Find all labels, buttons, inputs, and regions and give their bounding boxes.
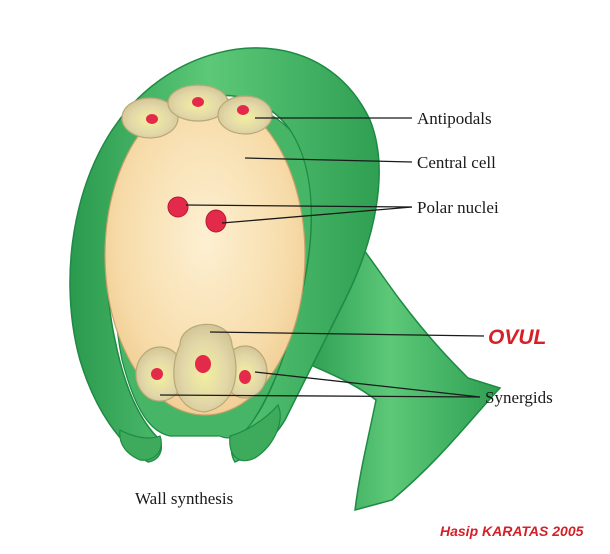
- egg-apparatus: [135, 323, 268, 413]
- synergid-nucleus: [151, 368, 163, 380]
- polar-nucleus: [167, 196, 189, 218]
- label-antipodals: Antipodals: [417, 109, 492, 128]
- antipodal-cells: [121, 84, 273, 139]
- micropyle-left: [119, 429, 162, 461]
- label-central-cell: Central cell: [417, 153, 496, 172]
- polar-nucleus: [205, 209, 227, 233]
- leader-synergids-1: [254, 371, 481, 398]
- antipodal-nucleus: [192, 97, 204, 107]
- leader-polar-nuclei-2: [221, 206, 413, 224]
- leader-central-cell: [244, 157, 413, 163]
- antipodal-nucleus: [237, 105, 249, 115]
- credit-text: Hasip KARATAS 2005: [440, 523, 584, 539]
- label-ovul: OVUL: [488, 326, 546, 349]
- label-polar-nuclei: Polar nuclei: [417, 198, 499, 217]
- label-wall-synthesis: Wall synthesis: [135, 489, 233, 508]
- antipodal-cell: [217, 95, 273, 135]
- synergid-nucleus: [239, 370, 251, 384]
- polar-nuclei: [167, 196, 227, 233]
- label-synergids: Synergids: [485, 388, 553, 407]
- antipodal-nucleus: [146, 114, 158, 124]
- egg-nucleus: [195, 355, 211, 373]
- leader-ovul: [209, 331, 485, 337]
- leader-polar-nuclei-1: [185, 204, 413, 208]
- leader-synergids-2: [159, 394, 481, 398]
- micropyle-right: [229, 403, 281, 462]
